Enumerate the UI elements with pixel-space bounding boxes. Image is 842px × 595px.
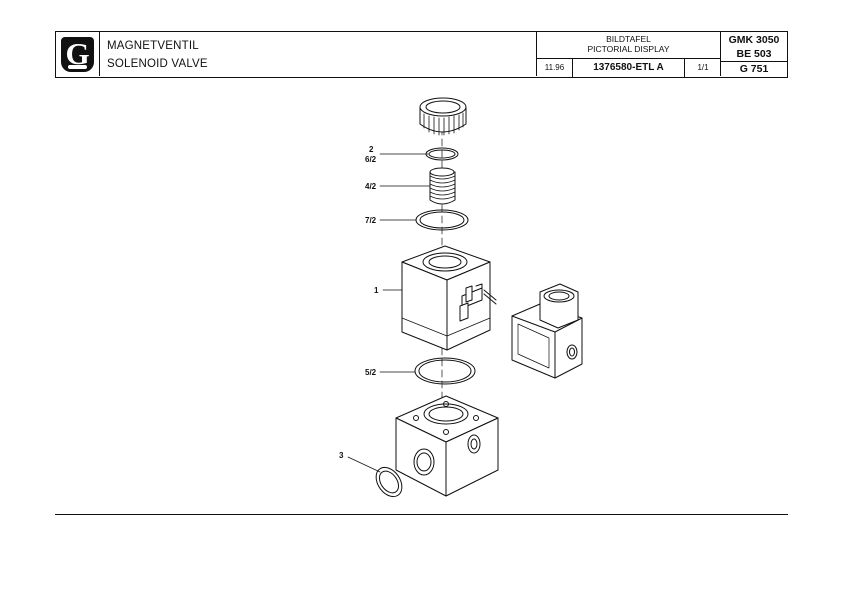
company-logo: G [61, 37, 94, 72]
pictorial-display-header: BILDTAFEL PICTORIAL DISPLAY [537, 32, 720, 59]
valve-body-part [395, 395, 499, 497]
bottom-border-line [55, 514, 788, 515]
pictorial-display-label: PICTORIAL DISPLAY [587, 44, 670, 54]
threaded-sleeve-part [429, 167, 456, 205]
o-ring-5-2-part [414, 357, 476, 385]
solenoid-coil-part [401, 245, 497, 351]
document-part-number: 1376580-ETL A [573, 59, 685, 77]
title-block: G MAGNETVENTIL SOLENOID VALVE BILDTAFEL … [55, 31, 788, 78]
connector-plug-part [511, 283, 583, 379]
callout-3: 3 [339, 451, 344, 460]
callout-2: 2 [369, 145, 374, 154]
model-code-be: BE 503 [736, 48, 772, 60]
model-codes-cell: GMK 3050 BE 503 G 751 [721, 32, 787, 76]
part-name-german: MAGNETVENTIL [107, 40, 199, 52]
logo-letter: G [65, 36, 90, 71]
leader-lines [347, 153, 431, 473]
logo-cell: G [56, 32, 100, 76]
bildtafel-label: BILDTAFEL [606, 34, 651, 44]
model-code-g: G 751 [739, 63, 769, 75]
cap-nut-part [419, 97, 467, 136]
callout-7-2: 7/2 [365, 216, 377, 225]
callout-5-2: 5/2 [365, 368, 377, 377]
model-code-gmk: GMK 3050 [728, 34, 780, 46]
callout-6-2: 6/2 [365, 155, 377, 164]
document-info-row: 11.96 1376580-ETL A 1/1 [537, 58, 720, 77]
callout-4-2: 4/2 [365, 182, 377, 191]
part-name-cell: MAGNETVENTIL SOLENOID VALVE [100, 32, 537, 76]
sheet-number: 1/1 [697, 63, 709, 72]
callout-1: 1 [374, 286, 379, 295]
pictorial-display-cell: BILDTAFEL PICTORIAL DISPLAY 11.96 137658… [537, 32, 721, 77]
o-ring-3-part [375, 466, 403, 498]
document-date: 11.96 [537, 59, 573, 77]
part-name-english: SOLENOID VALVE [107, 58, 208, 70]
